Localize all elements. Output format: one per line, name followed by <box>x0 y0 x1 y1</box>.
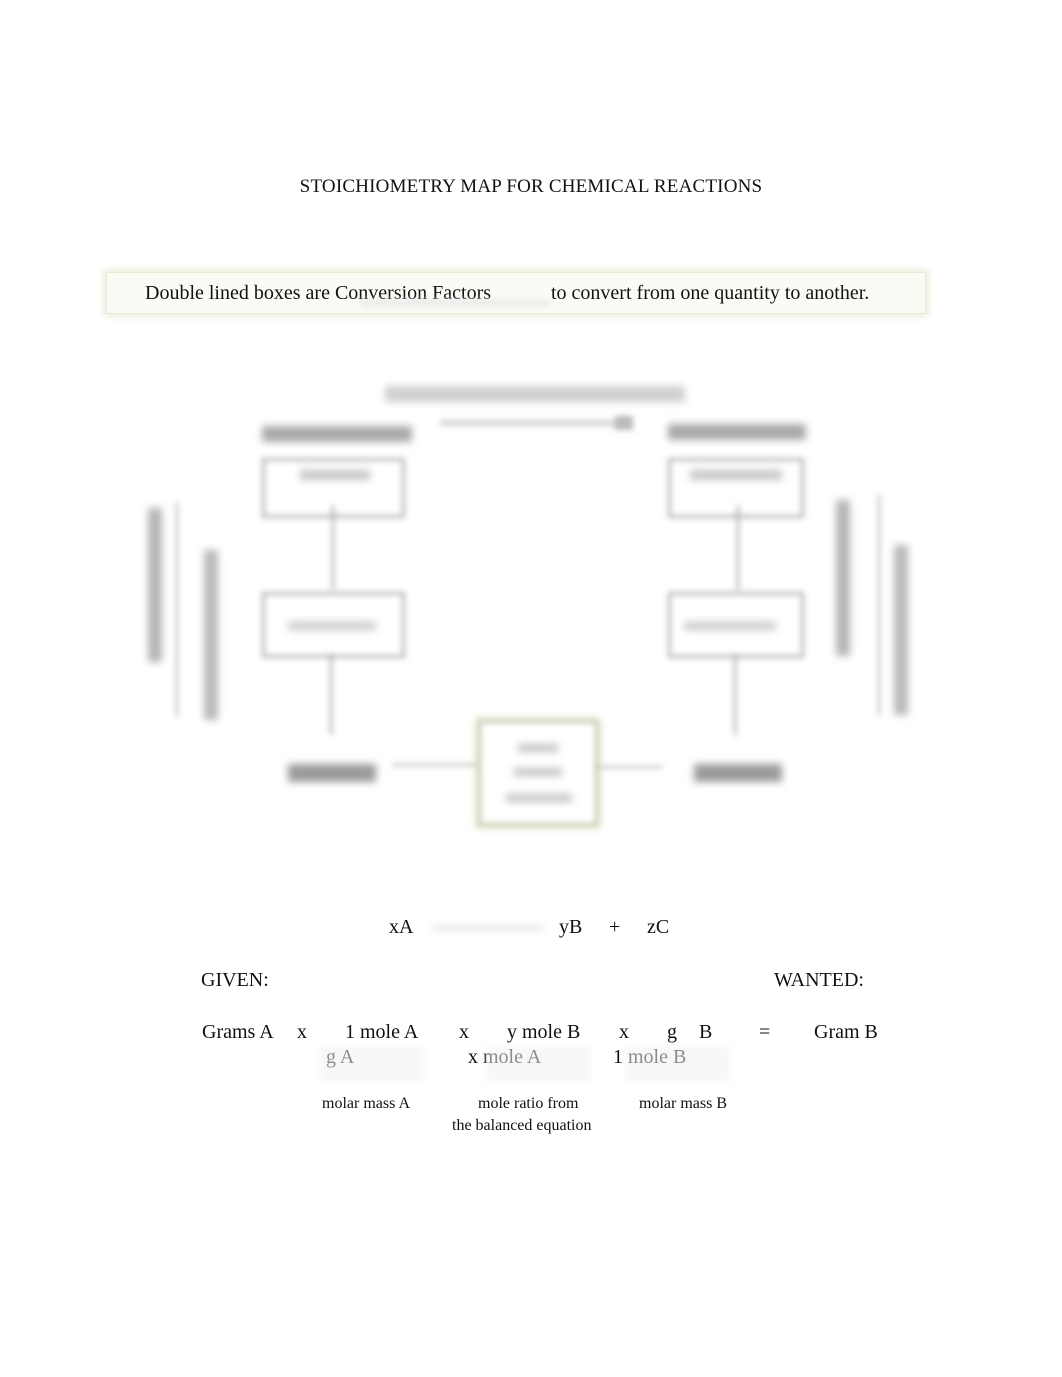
right-top-box-text-smudge <box>690 470 782 480</box>
equation-plus: + <box>609 916 621 938</box>
mole-ratio-text-smudge-3 <box>506 794 572 802</box>
center-arrow-left <box>392 764 477 766</box>
left-mid-box-text-smudge <box>288 622 376 630</box>
diagram-header-smudge <box>385 386 685 402</box>
info-banner <box>106 272 926 314</box>
right-side-label-smudge-1 <box>836 500 850 656</box>
right-connector-1 <box>737 505 739 590</box>
equation-product-b: yB <box>559 916 583 938</box>
mole-ratio-text-smudge-1 <box>518 744 558 752</box>
banner-text-convert: to convert from one quantity to another. <box>551 282 870 304</box>
left-top-box-text-smudge <box>300 470 370 480</box>
calc-times-3: x <box>619 1021 629 1043</box>
given-label: GIVEN: <box>201 969 269 991</box>
calc-times-2: x <box>459 1021 469 1043</box>
right-connector-2 <box>734 655 736 735</box>
note-mole-ratio-line2: the balanced equation <box>452 1117 592 1134</box>
calc-factor3-numerator-g: g <box>667 1021 677 1043</box>
left-side-label-smudge-1 <box>148 508 162 662</box>
calc-start: Grams A <box>202 1021 274 1043</box>
equation-product-c: zC <box>647 916 670 938</box>
left-mid-box <box>262 592 405 658</box>
left-side-line <box>176 502 178 717</box>
stoichiometry-diagram <box>148 386 908 826</box>
calc-factor3-numerator-b: B <box>699 1021 713 1043</box>
calc-times-1: x <box>297 1021 307 1043</box>
products-heading-smudge <box>668 424 806 440</box>
right-side-line <box>878 495 880 715</box>
banner-underline-smudge <box>360 300 550 306</box>
center-arrow-right <box>596 766 662 768</box>
fraction-bar-1 <box>320 1046 424 1082</box>
right-mid-box-text-smudge <box>684 622 776 630</box>
calc-factor2-numerator: y mole B <box>507 1021 581 1043</box>
equation-reactant: xA <box>389 916 414 938</box>
right-side-label-smudge-2 <box>894 545 908 715</box>
left-connector-2 <box>330 655 332 735</box>
wanted-label: WANTED: <box>774 969 864 991</box>
mole-ratio-text-smudge-2 <box>514 768 562 776</box>
right-moles-smudge <box>694 764 782 782</box>
calc-factor1-numerator: 1 mole A <box>345 1021 419 1043</box>
calc-equals: = <box>759 1021 771 1043</box>
calc-result: Gram B <box>814 1021 878 1043</box>
note-mole-ratio-line1: mole ratio from <box>478 1095 579 1112</box>
diagram-arrowhead-smudge <box>615 416 633 430</box>
fraction-bar-2 <box>486 1046 590 1082</box>
note-molar-mass-b: molar mass B <box>639 1095 727 1112</box>
note-molar-mass-a: molar mass A <box>322 1095 410 1112</box>
equation-arrow-smudge <box>432 924 544 932</box>
banner-text-conversion-factors: Double lined boxes are Conversion Factor… <box>145 282 492 304</box>
right-mid-box <box>668 592 804 658</box>
mole-ratio-box <box>478 720 598 826</box>
diagram-arrow-smudge <box>440 420 630 426</box>
left-moles-smudge <box>288 764 376 782</box>
page-title: STOICHIOMETRY MAP FOR CHEMICAL REACTIONS <box>299 176 763 197</box>
fraction-bar-3 <box>626 1046 730 1082</box>
left-side-label-smudge-2 <box>204 550 218 720</box>
left-connector-1 <box>332 505 334 590</box>
right-top-box <box>668 458 804 518</box>
reactants-heading-smudge <box>262 426 412 442</box>
